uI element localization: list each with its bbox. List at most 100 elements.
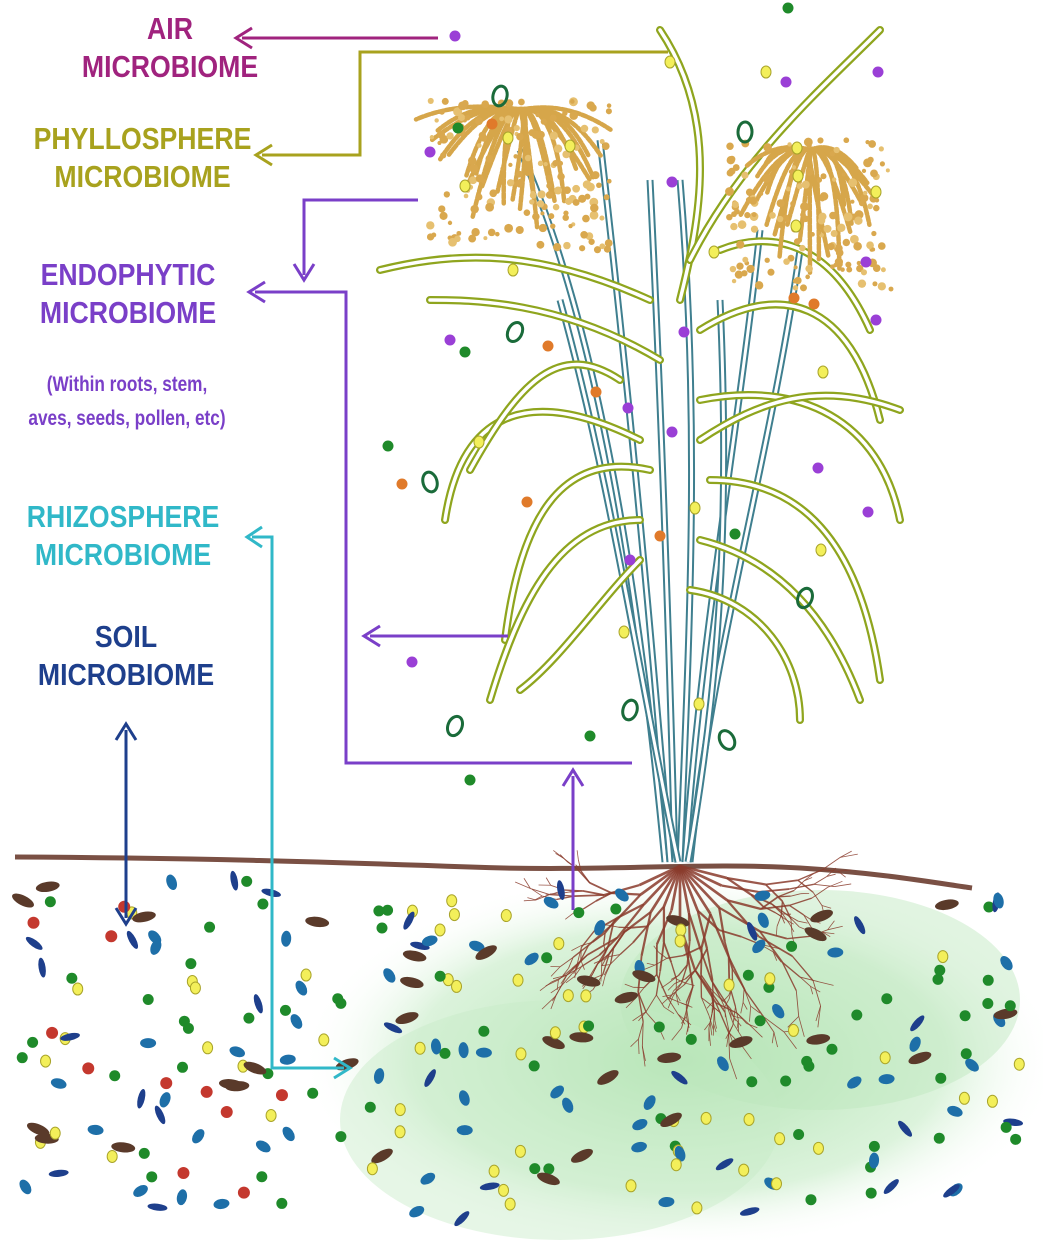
microbe (765, 973, 775, 985)
grain (546, 191, 554, 199)
grain (607, 103, 612, 108)
grain (589, 104, 596, 111)
grain (742, 257, 748, 263)
grain (596, 182, 602, 188)
microbe (41, 1055, 51, 1067)
grain (439, 212, 447, 220)
grain (471, 228, 479, 236)
microbe (813, 1142, 823, 1154)
root (577, 850, 578, 860)
grain (606, 108, 612, 114)
grain (428, 98, 434, 104)
grain (878, 282, 886, 290)
microbe (692, 1202, 702, 1214)
grain (725, 187, 734, 196)
microbe (252, 993, 265, 1014)
root (814, 876, 827, 884)
grain (878, 242, 886, 250)
grain (726, 142, 733, 149)
grain (732, 279, 736, 283)
microbe (395, 1126, 405, 1138)
microbe (489, 1165, 499, 1177)
grain (568, 224, 572, 228)
microbe (453, 123, 464, 134)
microbe (585, 731, 596, 742)
grain (592, 126, 599, 133)
grain (468, 157, 476, 165)
microbe (869, 1141, 880, 1152)
grain (827, 243, 834, 250)
microbe (591, 387, 602, 398)
stem-inner (520, 150, 665, 862)
microbe (447, 895, 457, 907)
microbe (449, 909, 459, 921)
microbe (164, 873, 179, 891)
grain (550, 223, 555, 228)
grain (741, 270, 747, 276)
microbe (474, 436, 484, 448)
grain (538, 190, 546, 198)
grain (853, 242, 862, 251)
grain (829, 212, 837, 220)
microbe (397, 479, 408, 490)
grain (848, 178, 857, 187)
microbe (795, 586, 815, 610)
grain (730, 266, 736, 272)
grain (830, 264, 835, 269)
microbe (583, 1020, 594, 1031)
grain (504, 224, 513, 233)
grain (844, 212, 853, 221)
grain (872, 281, 877, 286)
grain (840, 267, 844, 271)
grain (431, 233, 436, 238)
microbe (826, 1044, 837, 1055)
grain (458, 114, 465, 121)
grain (554, 144, 562, 152)
microbe (816, 544, 826, 556)
grain (513, 154, 517, 158)
grain (563, 242, 570, 249)
microbe (866, 1188, 877, 1199)
grain (802, 181, 810, 189)
microbe (516, 1048, 526, 1060)
grain (755, 281, 763, 289)
microbe (45, 896, 56, 907)
microbe (563, 990, 573, 1002)
grain (536, 241, 544, 249)
microbe (932, 974, 943, 985)
grain (749, 265, 754, 270)
grain (562, 214, 568, 220)
grain (573, 199, 580, 206)
grain (588, 239, 594, 245)
leaf-blade (380, 258, 650, 300)
microbe (276, 1198, 287, 1209)
grain (480, 135, 487, 142)
microbe (543, 341, 554, 352)
microbe (148, 938, 163, 957)
microbe (676, 924, 686, 936)
microbe (73, 983, 83, 995)
grain (857, 261, 861, 265)
microbe (881, 993, 892, 1004)
grain (481, 100, 489, 108)
microbe (185, 958, 196, 969)
grain (793, 279, 798, 284)
microbe (307, 1088, 318, 1099)
root (556, 853, 564, 858)
microbe (529, 1163, 540, 1174)
grain (889, 287, 894, 292)
grain (824, 225, 832, 233)
grain (859, 200, 865, 206)
grain (557, 173, 565, 181)
endophytic-note-line2: aves, seeds, pollen, etc) (21, 402, 233, 436)
plant-stems (520, 140, 800, 862)
microbe (421, 470, 440, 493)
microbe (805, 1194, 816, 1205)
microbe (620, 698, 639, 721)
microbe (934, 898, 959, 912)
soil-label-line2: MICROBIOME (18, 656, 235, 694)
microbe (626, 1180, 636, 1192)
microbe (266, 1109, 276, 1121)
microbe (654, 1021, 665, 1032)
microbe (667, 177, 678, 188)
